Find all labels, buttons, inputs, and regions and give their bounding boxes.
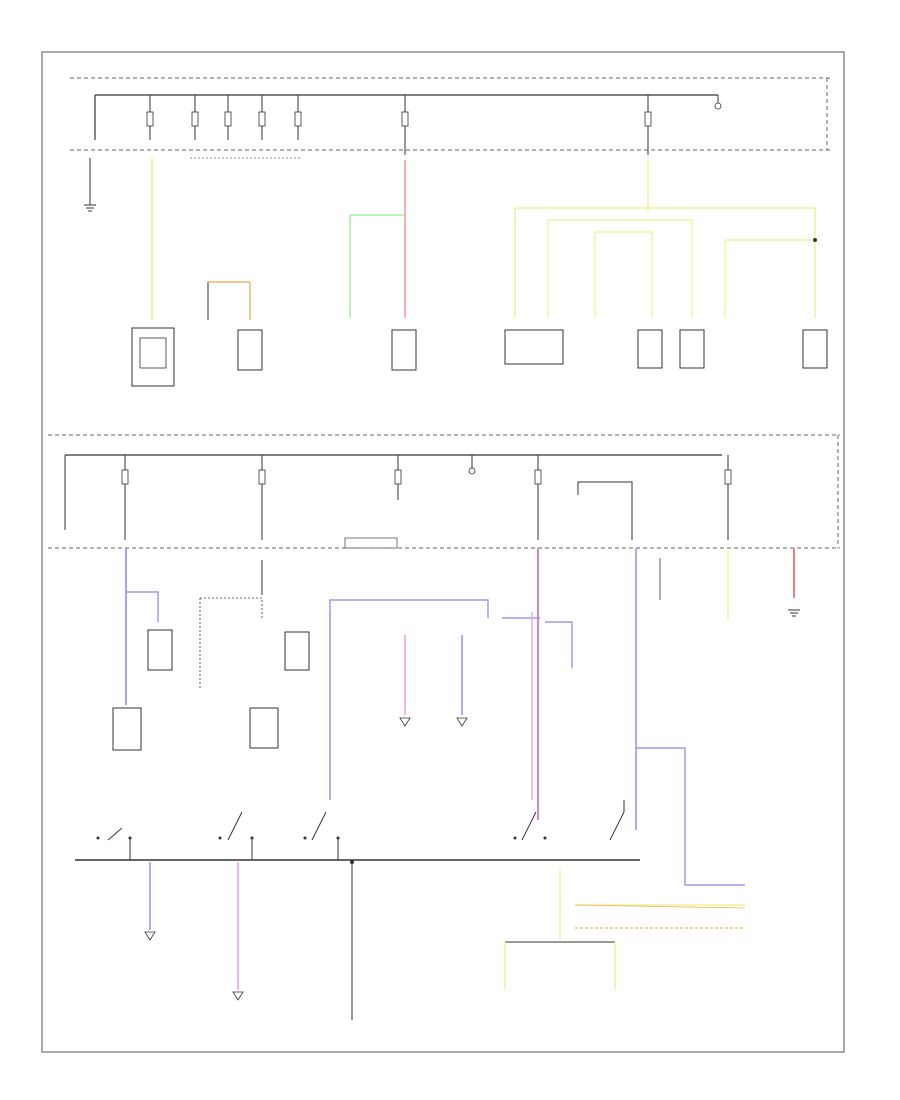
fuse-icon	[724, 455, 732, 540]
ground-icon	[788, 609, 800, 617]
branch-purple-right	[531, 548, 800, 886]
load-box	[147, 629, 173, 671]
ground-icon	[468, 455, 476, 475]
branch-relay-load	[207, 281, 263, 371]
splice-icon	[813, 238, 817, 242]
fuse-icon	[146, 95, 154, 140]
load-box	[637, 329, 663, 369]
ground-icon	[144, 931, 156, 941]
fuse-icon	[394, 455, 402, 500]
branch-left-ground	[84, 158, 96, 212]
switch-icon	[218, 811, 254, 860]
switch-icon	[303, 811, 340, 860]
load-box	[679, 329, 705, 369]
fuse-icon	[258, 95, 266, 140]
splice-icon	[350, 860, 354, 864]
load-box	[237, 329, 263, 371]
ignition-switch	[75, 800, 640, 861]
connector-icon	[344, 537, 398, 549]
switch-icon	[609, 800, 625, 841]
fuse-icon	[191, 95, 199, 140]
branch-yellow-module	[131, 158, 175, 387]
load-box	[284, 631, 310, 671]
bottom-outputs	[144, 860, 746, 1020]
page-frame	[41, 51, 845, 1053]
bottom-fuse-box	[48, 434, 840, 549]
fuse-icon	[294, 95, 302, 140]
branch-green-red	[349, 160, 417, 371]
top-fuse-box	[70, 77, 830, 159]
fuse-icon	[534, 455, 542, 540]
fuse-icon	[121, 455, 129, 540]
fuse-icon	[258, 455, 266, 540]
ground-icon	[714, 95, 722, 110]
load-box	[249, 707, 279, 749]
fuse-icon	[401, 95, 409, 155]
ground-icon	[399, 717, 411, 727]
branch-relay-mid	[199, 560, 310, 749]
fuse-icon	[644, 95, 652, 155]
load-box	[802, 329, 828, 369]
load-box	[504, 329, 564, 365]
load-box	[391, 329, 417, 371]
ground-icon	[456, 717, 468, 727]
switch-icon	[513, 811, 547, 841]
branch-blue-center	[329, 599, 540, 800]
ground-icon	[232, 991, 244, 1001]
ground-icon	[84, 204, 96, 212]
switch-icon	[96, 827, 132, 860]
branch-yellow-distribution	[504, 160, 828, 369]
fuse-icon	[224, 95, 232, 140]
branch-blue-left	[112, 548, 173, 751]
load-box	[112, 707, 142, 751]
